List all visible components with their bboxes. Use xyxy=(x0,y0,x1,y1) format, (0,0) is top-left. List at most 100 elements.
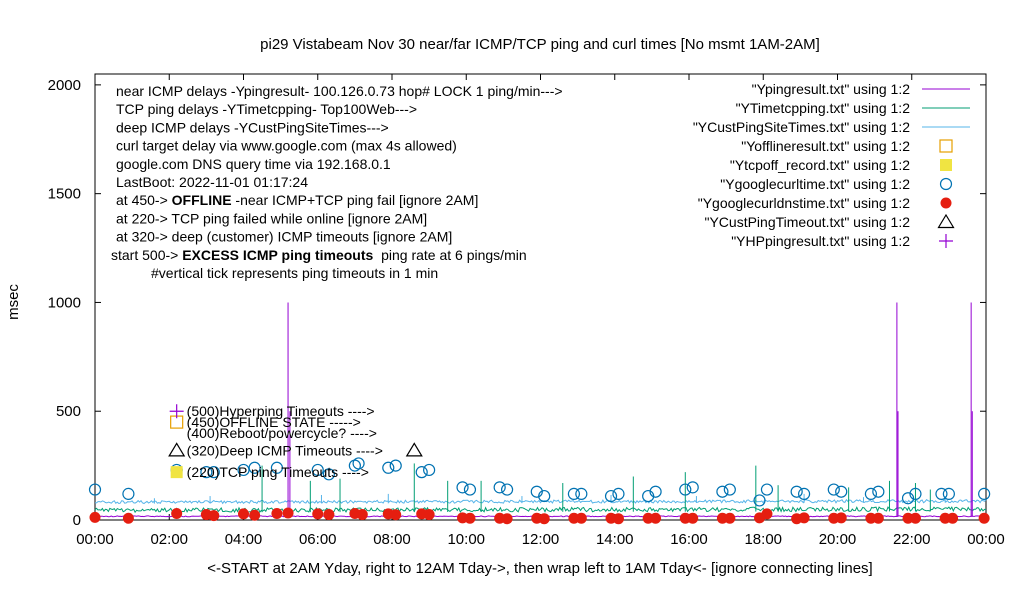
marker-triangle xyxy=(168,442,186,457)
legend-label: "YCustPingTimeout.txt" using 1:2 xyxy=(704,214,910,230)
legend-label: "Ygooglecurldnstime.txt" using 1:2 xyxy=(698,195,910,211)
marker-circle xyxy=(790,485,803,498)
series-4 xyxy=(170,466,183,479)
series-line xyxy=(94,498,987,505)
note-text: start 500-> xyxy=(111,247,182,263)
x-tick-label: 02:00 xyxy=(150,531,188,548)
x-tick-label: 18:00 xyxy=(744,531,782,548)
marker-circle xyxy=(753,494,766,507)
marker-square xyxy=(939,139,953,153)
data-point xyxy=(538,513,550,525)
x-axis-label: <-START at 2AM Yday, right to 12AM Tday-… xyxy=(207,560,872,577)
data-point xyxy=(389,459,402,472)
note-text: LastBoot: 2022-11-01 01:17:24 xyxy=(116,174,308,190)
chart-title: pi29 Vistabeam Nov 30 near/far ICMP/TCP … xyxy=(260,36,820,53)
marker-circle xyxy=(935,487,948,500)
marker-dot xyxy=(249,509,261,521)
data-point xyxy=(716,485,729,498)
marker-label: (220)TCP ping Timeouts ----> xyxy=(187,464,369,480)
data-point xyxy=(942,487,955,500)
note-line: TCP ping delays -YTimetcpping- Top100Web… xyxy=(116,101,417,117)
marker-label: (450)OFFLINE STATE -----> xyxy=(187,414,361,430)
data-point xyxy=(686,481,699,494)
legend-swatch xyxy=(940,159,952,171)
data-point xyxy=(493,481,506,494)
legend-label: "Ytcpoff_record.txt" using 1:2 xyxy=(730,157,910,173)
x-tick-label: 20:00 xyxy=(819,531,857,548)
data-point xyxy=(170,466,183,479)
marker-circle xyxy=(760,483,774,496)
marker-circle xyxy=(200,466,213,479)
data-point xyxy=(760,483,774,496)
legend-swatch xyxy=(940,197,952,209)
marker-plus xyxy=(939,234,953,248)
marker-circle xyxy=(122,487,135,500)
note-bold: EXCESS ICMP ping timeouts xyxy=(182,247,373,263)
note-line: at 220-> TCP ping failed while online [i… xyxy=(116,210,427,226)
marker-circle xyxy=(415,466,428,479)
note-text: TCP ping delays -YTimetcpping- Top100Web… xyxy=(116,101,417,117)
data-point xyxy=(649,485,662,498)
marker-circle xyxy=(270,461,284,474)
legend-label: "YHPpingresult.txt" using 1:2 xyxy=(731,233,910,249)
data-point xyxy=(89,511,101,523)
marker-dot xyxy=(798,512,810,524)
marker-plus xyxy=(169,404,184,419)
marker-dot xyxy=(724,512,736,524)
marker-circle xyxy=(909,487,922,500)
data-point xyxy=(538,489,551,503)
legend: "Ypingresult.txt" using 1:2"YTimetcpping… xyxy=(693,81,970,249)
data-point xyxy=(604,489,618,503)
marker-dot xyxy=(390,509,402,521)
data-point xyxy=(248,461,261,474)
marker-dot xyxy=(947,512,959,524)
marker-dot xyxy=(271,507,283,519)
data-point xyxy=(456,481,469,494)
marker-circle xyxy=(604,489,618,503)
data-point xyxy=(500,483,514,496)
marker-circle xyxy=(827,483,840,496)
x-tick-label: 16:00 xyxy=(670,531,708,548)
x-tick-label: 06:00 xyxy=(299,531,337,548)
data-point xyxy=(322,468,335,481)
marker-dot xyxy=(761,508,773,520)
data-point xyxy=(909,487,922,500)
legend-swatch xyxy=(937,213,955,229)
data-point xyxy=(567,487,581,500)
series-line xyxy=(94,505,986,514)
marker-dot xyxy=(312,508,324,520)
marker-circle xyxy=(797,487,811,500)
x-tick-label: 00:00 xyxy=(967,531,1005,548)
legend-label: "Ygooglecurltime.txt" using 1:2 xyxy=(720,176,910,192)
data-point xyxy=(169,404,184,419)
note-text: at 220-> TCP ping failed while online [i… xyxy=(116,210,427,226)
data-point xyxy=(390,509,402,521)
marker-dot xyxy=(208,510,220,522)
marker-label: (400)Reboot/powercycle? ----> xyxy=(187,425,377,441)
x-tick-label: 04:00 xyxy=(225,531,263,548)
data-point xyxy=(761,508,773,520)
legend-swatch xyxy=(939,139,953,153)
data-point xyxy=(122,512,134,524)
data-point xyxy=(864,487,878,500)
marker-circle xyxy=(248,461,261,474)
data-point xyxy=(352,457,365,470)
marker-dot xyxy=(423,509,435,521)
marker-dot xyxy=(835,512,847,524)
data-point xyxy=(687,512,699,524)
data-point xyxy=(797,487,811,500)
data-point xyxy=(612,513,624,525)
x-tick-label: 10:00 xyxy=(447,531,485,548)
data-point xyxy=(530,485,543,498)
marker-dot xyxy=(650,512,662,524)
data-point xyxy=(270,461,284,474)
data-point xyxy=(312,508,324,520)
x-tick-label: 08:00 xyxy=(373,531,411,548)
data-point xyxy=(282,507,294,519)
data-point xyxy=(679,483,692,496)
data-point xyxy=(501,513,513,525)
data-point xyxy=(171,507,183,519)
note-text: google.com DNS query time via 192.168.0.… xyxy=(116,156,391,172)
note-line: LastBoot: 2022-11-01 01:17:24 xyxy=(116,174,308,190)
marker-dot xyxy=(323,509,335,521)
